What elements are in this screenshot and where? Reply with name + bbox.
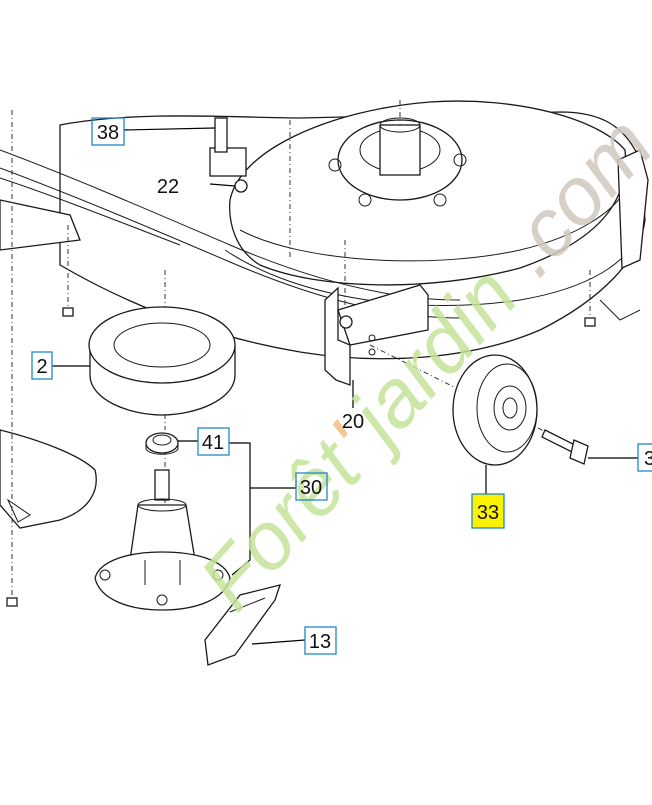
part-41-bearing (145, 432, 179, 455)
label-38-text: 38 (97, 122, 119, 144)
label-3-text: 3 (644, 448, 652, 470)
part-20-bracket (324, 284, 429, 386)
label-33: 33 (471, 493, 505, 529)
leader-lines (52, 127, 638, 645)
label-2-text: 2 (36, 356, 47, 378)
label-41: 41 (197, 427, 230, 456)
part-2-ring (88, 306, 236, 416)
part-33-wheel (452, 354, 538, 466)
mower-deck (0, 100, 649, 360)
label-30: 30 (295, 472, 328, 501)
label-22: 22 (157, 176, 179, 198)
label-3: 3 (637, 443, 652, 472)
part-13-blade (204, 584, 281, 666)
label-22-text: 22 (157, 176, 179, 198)
left-side-plate (0, 199, 97, 529)
screws (6, 307, 596, 607)
part-30-spindle (94, 469, 231, 611)
label-33-text: 33 (477, 502, 499, 524)
deck-bracket (209, 117, 248, 193)
label-2: 2 (31, 351, 53, 380)
part-3-bolt (541, 429, 589, 465)
label-20-text: 20 (342, 411, 364, 433)
label-13: 13 (304, 626, 337, 655)
label-41-text: 41 (202, 432, 224, 454)
label-30-text: 30 (300, 477, 322, 499)
label-38: 38 (91, 117, 125, 146)
label-13-text: 13 (309, 631, 331, 653)
label-20: 20 (342, 411, 364, 433)
